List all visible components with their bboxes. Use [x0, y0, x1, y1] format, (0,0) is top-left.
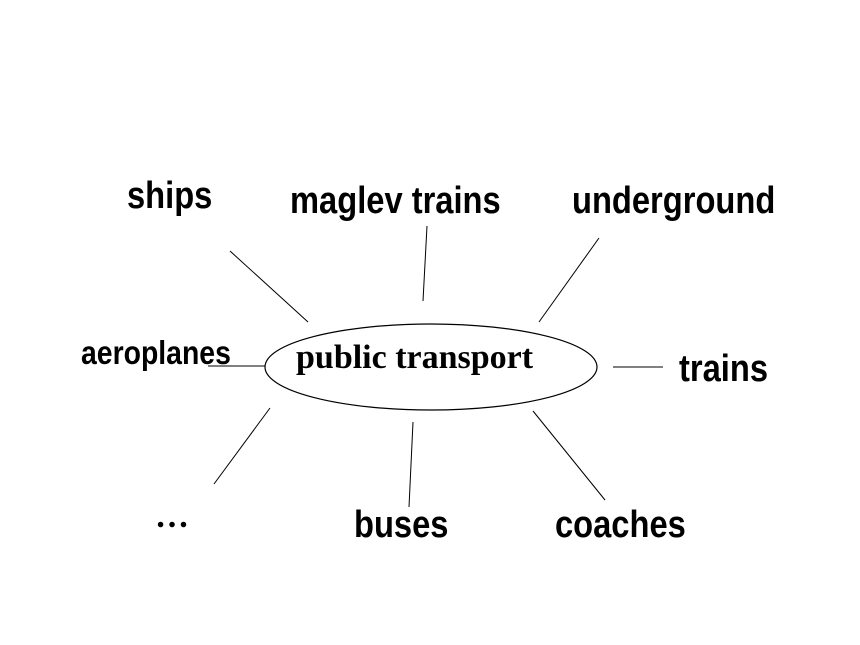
- connector-underground: [538, 237, 600, 323]
- connector-ships: [229, 250, 309, 323]
- connector-buses: [408, 421, 414, 508]
- branch-label-ships: ships: [127, 175, 213, 217]
- branch-label-aeroplanes: aeroplanes: [81, 334, 231, 371]
- branch-label-buses: buses: [354, 504, 449, 546]
- branch-label-coaches: coaches: [555, 504, 686, 546]
- connector-coaches: [532, 410, 606, 501]
- center-ellipse: [264, 323, 598, 411]
- connector-more: [213, 407, 271, 485]
- branch-label-more: …: [155, 498, 189, 535]
- branch-label-trains: trains: [679, 348, 768, 390]
- center-node-label: public transport: [296, 339, 534, 376]
- branch-label-maglev-trains: maglev trains: [290, 180, 501, 222]
- branch-label-underground: underground: [572, 180, 776, 222]
- connector-maglev-trains: [422, 225, 428, 302]
